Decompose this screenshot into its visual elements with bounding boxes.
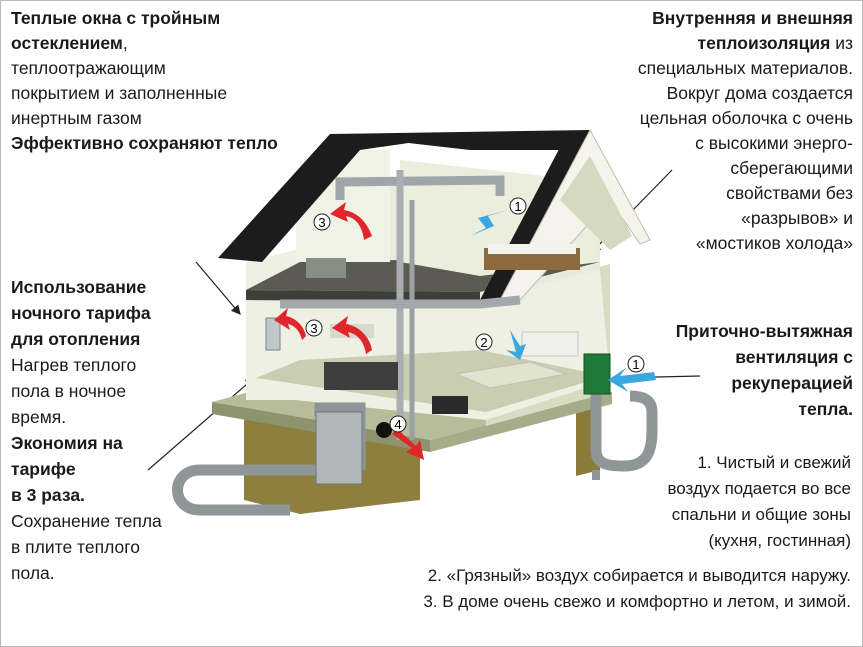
leader-line-windows [195,261,241,315]
heating-line-1: Использование [11,277,147,297]
ventilation-line-3: рекуперацией [731,373,853,393]
note-1-line-3: спальни и общие зоны [671,505,851,524]
insulation-line-3: специальных материалов. [637,58,853,78]
svg-text:1: 1 [514,199,521,214]
windows-line-1: Теплые окна с тройным [11,8,221,28]
bed-attic-sheet [488,244,576,254]
heating-line-11: в плите теплого [11,537,140,557]
roof-gable-inner [560,156,632,250]
windows-line-3: теплоотражающим [11,58,166,78]
note-1-line-2: воздух подается во все [667,479,851,498]
roof-left [218,134,470,262]
roof-ridge [330,130,590,150]
duct-first-floor [280,295,521,309]
duct-underground-left [172,464,316,516]
heating-line-10: Сохранение тепла [11,511,162,531]
ventilation-line-2: вентиляция с [735,347,853,367]
marker-1-attic: 1 [509,197,527,215]
marker-3-attic: 3 [313,213,331,231]
second-floor-slab-edge [246,290,480,302]
windows-line-5: инертным газом [11,108,142,128]
windows-caption: Теплые окна с тройным остеклением, тепло… [11,6,278,156]
recuperator-unit [583,353,611,395]
heating-caption: Использование ночного тарифа для отоплен… [11,274,162,586]
svg-text:1: 1 [632,357,639,372]
marker-1-intake: 1 [627,355,645,373]
insulation-line-1: Внутренняя и внешняя [652,8,853,28]
heating-line-7: Экономия на [11,433,123,453]
warm-air-arrow-room-center [332,316,372,354]
insulation-line-9: «разрывов» и [741,208,853,228]
marker-3-room: 3 [305,319,323,337]
heating-line-3: для отопления [11,329,141,349]
fresh-air-arrow-living [506,330,526,360]
sofa [521,331,579,357]
windows-line-2: остеклением, [11,33,128,53]
ventilation-line-1: Приточно-вытяжная [675,321,853,341]
heating-line-4: Нагрев теплого [11,355,137,375]
heating-line-5: пола в ночное [11,381,127,401]
ventilation-caption: Приточно-вытяжная вентиляция с рекуперац… [676,318,853,422]
leader-line-heating [147,377,255,471]
marker-2: 2 [475,333,493,351]
svg-text:3: 3 [310,321,317,336]
warm-air-arrow-attic [330,202,372,240]
insulation-line-6: с высокими энерго- [695,133,853,153]
notes-2-3: 2. «Грязный» воздух собирается и выводит… [423,563,851,615]
kitchen-counter [324,362,398,390]
warm-air-arrow-room-left [274,308,306,340]
note-3: 3. В доме очень свежо и комфортно и лето… [423,592,851,611]
marker-4: 4 [389,415,407,433]
windows-line-4: покрытием и заполненные [11,83,228,103]
warm-air-arrow-exhaust [392,428,424,460]
fresh-air-arrow-intake [608,368,656,392]
insulation-line-2: теплоизоляция из [697,33,853,53]
duct-underground-right [590,390,658,472]
rug [454,361,567,389]
insulation-line-8: свойствами без [726,183,853,203]
insulation-line-4: Вокруг дома создается [666,83,853,103]
svg-text:3: 3 [318,215,325,230]
windows-line-6: Эффективно сохраняют тепло [11,133,278,153]
svg-text:2: 2 [480,335,487,350]
note-1-line-4: (кухня, гостинная) [708,531,852,550]
tv [432,396,468,414]
svg-text:4: 4 [394,417,401,432]
note-1-line-1: 1. Чистый и свежий [697,453,851,472]
window-left [265,317,281,351]
heating-line-12: пола. [11,563,55,583]
attic-window [306,258,346,278]
heating-line-6: время. [11,407,67,427]
fresh-air-arrow-attic [470,210,508,236]
insulation-line-7: сберегающими [730,158,853,178]
heating-line-8: тарифе [11,459,76,479]
duct-attic [335,175,505,200]
note-1: 1. Чистый и свежий воздух подается во вс… [667,450,851,554]
note-2: 2. «Грязный» воздух собирается и выводит… [427,566,851,585]
insulation-line-10: «мостиков холода» [695,233,853,253]
heat-pump-unit [315,411,363,485]
heating-line-2: ночного тарифа [11,303,151,323]
duct-outlet-4 [376,422,392,438]
ground-slab-edge-right [430,392,612,452]
insulation-line-5: цельная оболочка с очень [639,108,853,128]
heating-line-9: в 3 раза. [11,485,85,505]
ventilation-line-4: тепла. [798,399,853,419]
insulation-caption: Внутренняя и внешняя теплоизоляция из сп… [638,6,853,256]
